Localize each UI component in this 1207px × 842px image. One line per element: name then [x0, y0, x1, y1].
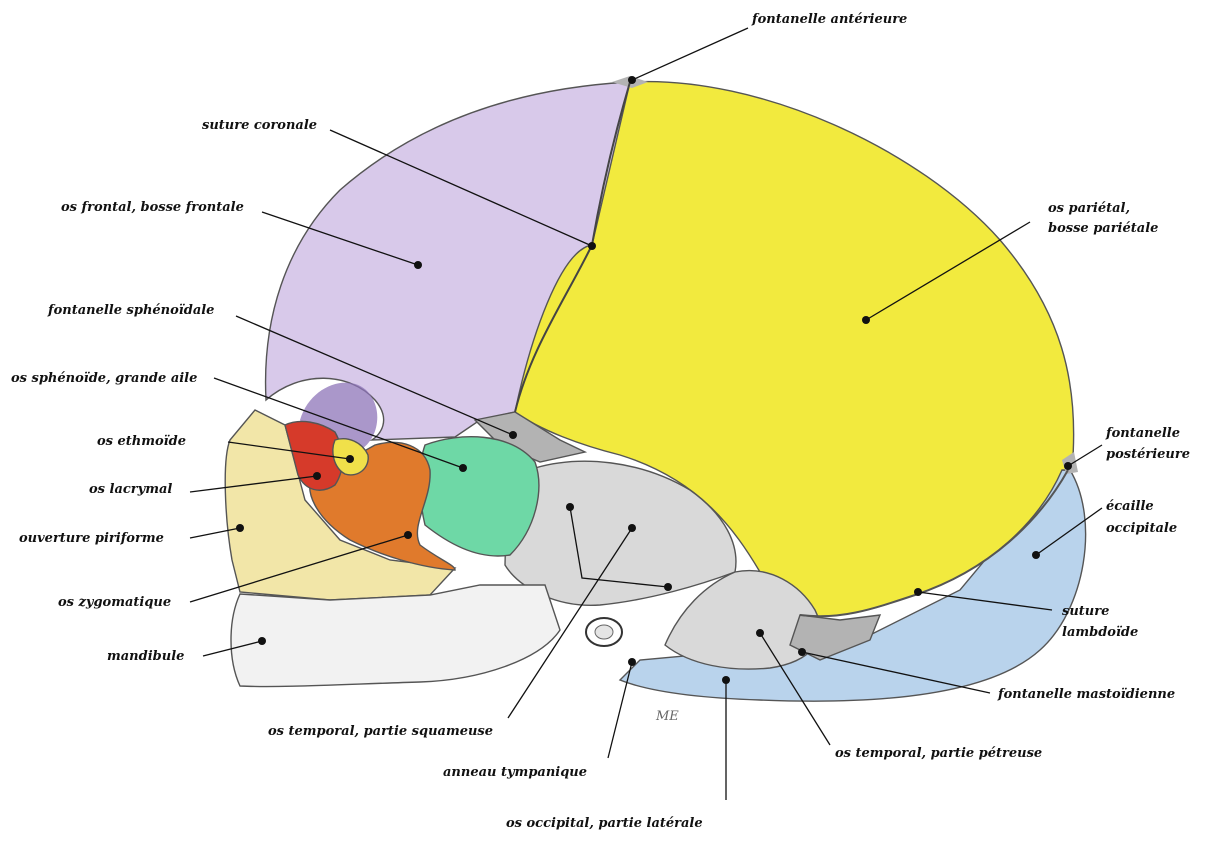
label-ouverture-piriforme: ouverture piriforme: [19, 531, 164, 546]
label-fontanelle-posterieure-line2: postérieure: [1106, 447, 1190, 462]
label-os-lacrymal: os lacrymal: [89, 482, 172, 497]
label-os-ethmoide: os ethmoïde: [97, 434, 186, 449]
label-fontanelle-posterieure-line1: fontanelle: [1105, 426, 1180, 441]
label-os-parietal-line1: os pariétal,: [1048, 201, 1130, 216]
label-anneau-tympanique: anneau tympanique: [443, 765, 587, 780]
label-ecaille-occipitale-line1: écaille: [1106, 499, 1154, 514]
label-os-zygomatique: os zygomatique: [58, 595, 171, 610]
label-suture-coronale: suture coronale: [202, 118, 317, 133]
tympanic-ring-inner: [595, 625, 613, 639]
label-ecaille-occipitale-line2: occipitale: [1106, 521, 1177, 536]
label-occipital-laterale: os occipital, partie latérale: [506, 816, 703, 831]
sphenoid-greater-wing: [420, 437, 539, 556]
mandible-bone: [231, 585, 560, 687]
label-suture-lambdoide-line1: suture: [1062, 604, 1109, 619]
label-os-frontal: os frontal, bosse frontale: [61, 200, 244, 215]
label-temporal-petreuse: os temporal, partie pétreuse: [835, 746, 1042, 761]
label-fontanelle-anterieure: fontanelle antérieure: [751, 12, 907, 27]
label-os-parietal-line2: bosse pariétale: [1048, 221, 1158, 236]
label-suture-lambdoide-line2: lambdoïde: [1062, 625, 1138, 640]
label-os-sphenoide: os sphénoïde, grande aile: [11, 371, 197, 386]
artist-signature: ME: [655, 709, 679, 724]
label-fontanelle-sphenoidale: fontanelle sphénoïdale: [47, 303, 214, 318]
label-mandibule: mandibule: [107, 649, 184, 664]
label-fontanelle-mastoidienne: fontanelle mastoïdienne: [997, 687, 1175, 702]
label-temporal-squameuse: os temporal, partie squameuse: [268, 724, 493, 739]
